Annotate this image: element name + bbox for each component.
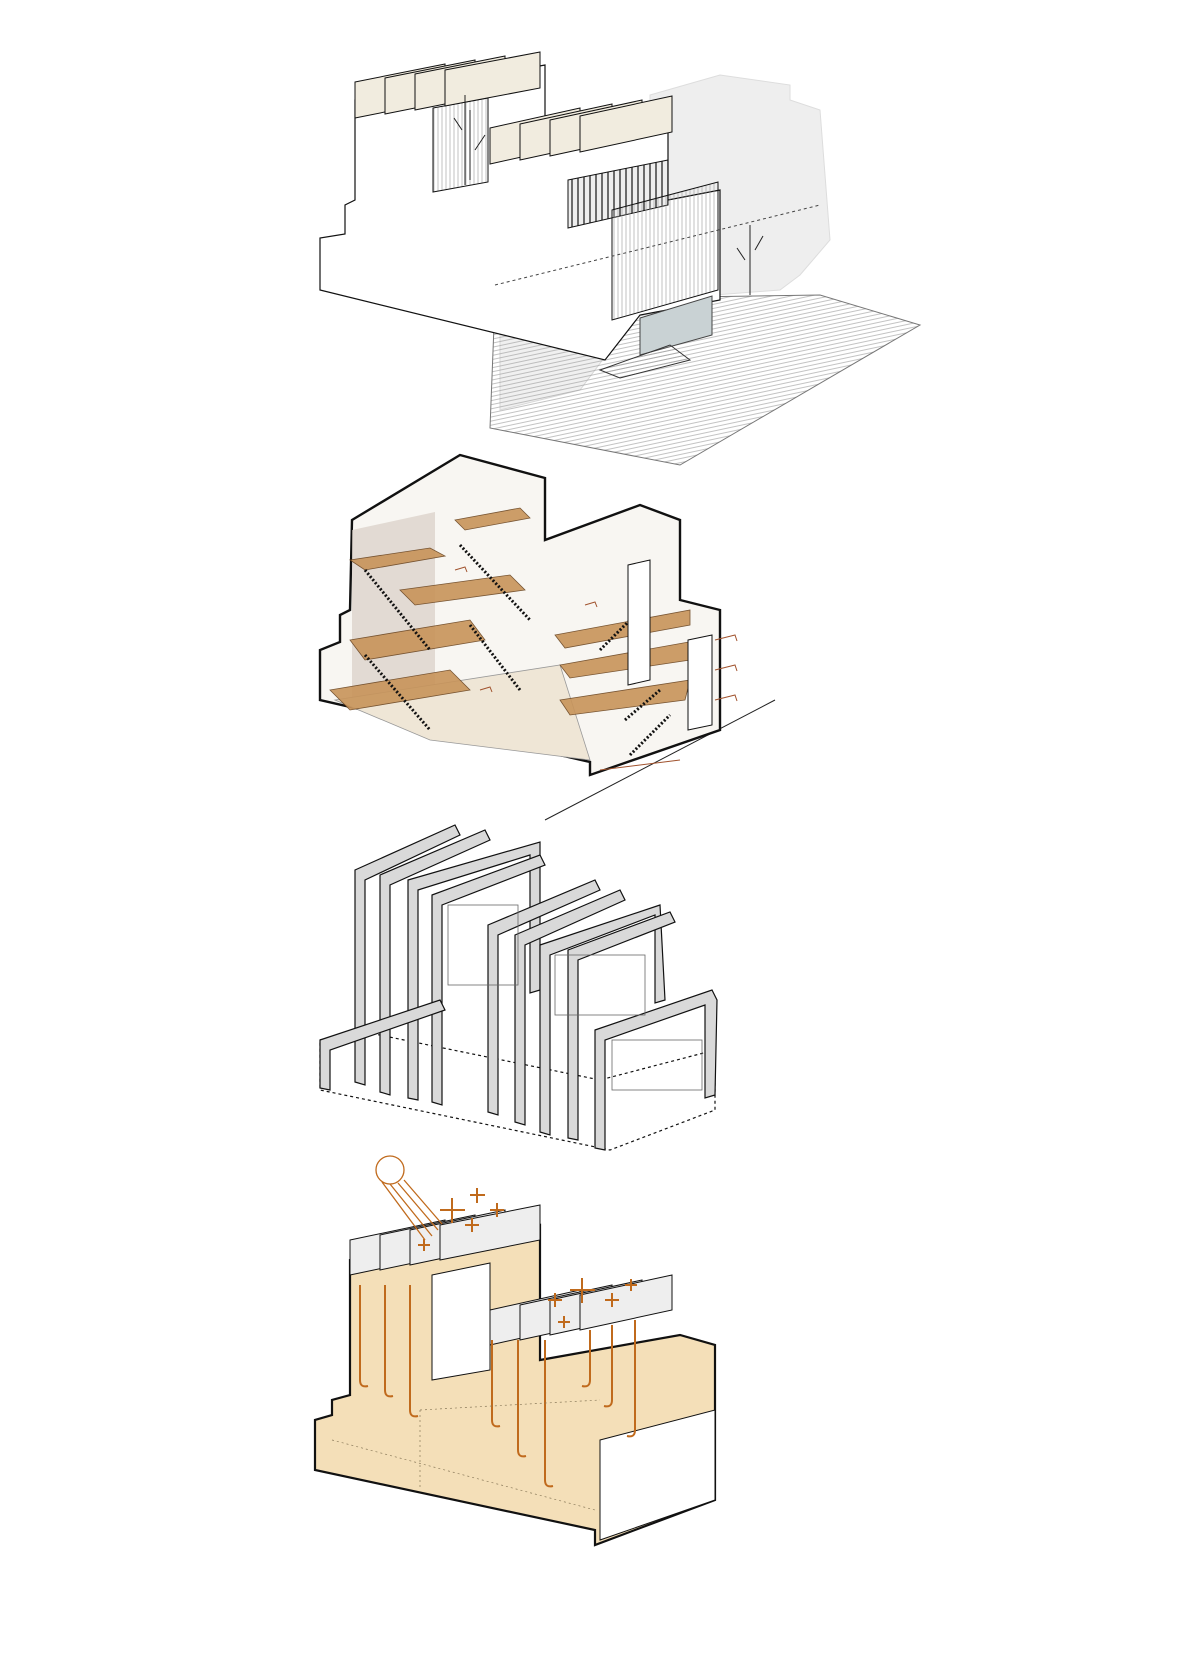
staircases bbox=[363, 543, 672, 757]
dashed-grid bbox=[331, 1399, 601, 1511]
courtyard-void bbox=[432, 97, 489, 193]
roof-skylights-right bbox=[489, 95, 673, 165]
panel-massing-context bbox=[319, 51, 922, 466]
facade-fins bbox=[611, 181, 719, 321]
courtyard-void-4 bbox=[431, 1262, 491, 1381]
circulation-arrows bbox=[454, 566, 738, 771]
solar-gain-plus-icons bbox=[418, 1188, 637, 1328]
panel-circulation-section bbox=[318, 453, 776, 821]
core-tower bbox=[627, 559, 651, 686]
entrance-glazing bbox=[639, 295, 713, 356]
sun-icon bbox=[375, 1155, 443, 1241]
frame-wall bbox=[319, 824, 718, 1151]
entrance-steps bbox=[598, 344, 692, 379]
ground-line bbox=[544, 699, 776, 821]
dashed-footprint bbox=[319, 1029, 716, 1151]
roof-skylights-left bbox=[354, 51, 541, 119]
airflow-arrows bbox=[359, 1285, 636, 1488]
side-tower bbox=[687, 634, 713, 731]
panel-environmental-strategy bbox=[313, 1155, 717, 1547]
floor-slabs bbox=[329, 507, 701, 716]
frame-openings bbox=[447, 904, 703, 1091]
panel-structure-frames bbox=[319, 824, 718, 1151]
ground-floor-plane bbox=[333, 664, 591, 761]
dashed-context-line bbox=[494, 204, 821, 286]
pv-roof-left bbox=[349, 1204, 541, 1276]
pv-roof-right bbox=[489, 1274, 673, 1346]
tree-icon bbox=[453, 95, 764, 295]
open-end bbox=[599, 1409, 716, 1541]
